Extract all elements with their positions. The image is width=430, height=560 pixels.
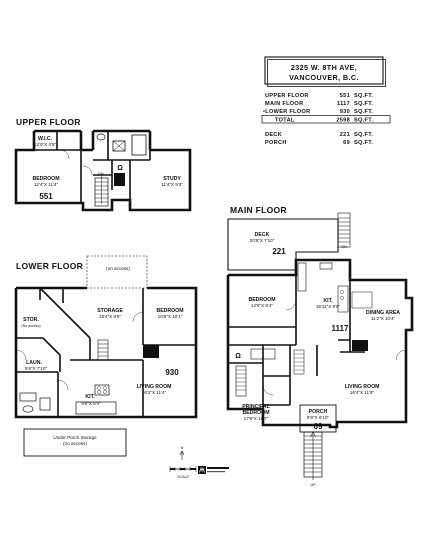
area-row-label: UPPER FLOOR xyxy=(265,93,309,99)
scale-label: SCALE xyxy=(177,475,189,479)
lower-kit-dims: 9'9"X 8'4" xyxy=(81,401,101,406)
area-row-unit: SQ.FT. xyxy=(354,109,373,115)
upper-study-dims: 11'4"X 9'3" xyxy=(161,182,183,187)
area-row-unit: SQ.FT. xyxy=(354,132,373,138)
main-deck-area: 221 xyxy=(272,247,286,256)
main-floor-title: MAIN FLOOR xyxy=(230,205,287,215)
main-deck-name: DECK xyxy=(255,232,270,238)
sink-icon xyxy=(112,140,126,152)
area-row-label: •LOWER FLOOR xyxy=(263,109,311,115)
toilet-icon xyxy=(96,133,106,141)
main-bedroom-name: BEDROOM xyxy=(248,297,275,303)
north-label: N xyxy=(181,446,184,450)
upper-stairs: DN xyxy=(94,172,109,207)
lower-bedroom-name: BEDROOM xyxy=(156,308,183,314)
main-bedroom-dims: 12'9"X 9'4" xyxy=(251,303,273,308)
main-living-dims: 16'4"X 11'8" xyxy=(350,390,375,395)
area-row-value: 2598 xyxy=(336,118,350,124)
chimney xyxy=(143,345,159,358)
upper-floor-plan: UPPER FLOOR Ω DN W.I.C. 12'0"X 4'5" BEDR… xyxy=(14,117,192,212)
deck-dn-label: DN xyxy=(341,245,347,249)
upper-bedroom-name: BEDROOM xyxy=(32,176,59,182)
sink-icon xyxy=(319,262,333,270)
shower-icon xyxy=(39,397,51,411)
main-dining-dims: 11'2"X 10'4" xyxy=(371,316,396,321)
area-row-value: 551 xyxy=(340,93,350,99)
lower-floor-title: LOWER FLOOR xyxy=(16,261,83,271)
washer-icon: Ω xyxy=(117,165,123,172)
lower-living-dims: 16'2"X 11'4" xyxy=(142,390,167,395)
under-porch-storage-line-2: (no access) xyxy=(63,441,87,446)
upper-floor-title: UPPER FLOOR xyxy=(16,117,81,127)
lower-stor-dims: (No access) xyxy=(21,324,40,328)
kitchen-counter xyxy=(297,262,307,292)
main-deck-dims: 20'8"X 7'10" xyxy=(250,238,275,243)
area-row-label: DECK xyxy=(265,132,282,138)
address-line-1: 2325 W. 8TH AVE, xyxy=(291,63,357,72)
main-principal-dims: 17'8"X 10'7" xyxy=(244,416,269,421)
lower-laun-dims: 9'8"X 7'10" xyxy=(25,366,47,371)
area-row-label: TOTAL xyxy=(275,118,295,124)
area-row-label: PORCH xyxy=(265,140,287,146)
area-table: UPPER FLOOR 551 SQ.FT. MAIN FLOOR 1117 S… xyxy=(261,93,391,146)
lower-bedroom-dims: 10'8"X 10'1" xyxy=(158,314,183,319)
main-porch-area: 69 xyxy=(314,422,323,431)
laundry-counter xyxy=(19,392,37,402)
lower-kit-name: KIT. xyxy=(85,394,95,400)
closet xyxy=(235,365,247,397)
main-porch-dims: 9'8"X 6'10" xyxy=(307,415,329,420)
upper-dn-label: DN xyxy=(98,172,104,176)
stove-icon xyxy=(94,384,110,396)
lower-stor-name: STOR. xyxy=(23,317,39,323)
area-row-value: 1117 xyxy=(337,101,350,107)
lower-living-name: LIVING ROOM xyxy=(137,384,172,390)
main-principal-name-2: BEDROOM xyxy=(242,410,269,416)
bathtub-icon xyxy=(250,348,276,360)
kitchen-counter xyxy=(75,401,117,415)
area-row-label: MAIN FLOOR xyxy=(265,101,303,107)
main-porch-name: PORCH xyxy=(309,409,328,415)
chimney xyxy=(352,340,368,351)
area-row-value: 221 xyxy=(340,132,350,138)
kitchen-counter xyxy=(337,285,349,313)
upper-study-name: STUDY xyxy=(163,176,181,182)
area-row-unit: SQ.FT. xyxy=(354,93,373,99)
lower-storage-dims: 18'4"X 8'5" xyxy=(99,314,121,319)
area-row-value: 69 xyxy=(343,140,350,146)
main-floor-plan: MAIN FLOOR DN DECK 20'8"X 7'10" 221 Ω xyxy=(226,205,414,487)
upper-wic-dims: 12'0"X 4'5" xyxy=(34,142,56,147)
north-arrow: N xyxy=(179,446,185,460)
main-principal-name-1: PRINCIPAL xyxy=(242,404,270,410)
lower-storage-name: STORAGE xyxy=(97,308,123,314)
main-living-name: LIVING ROOM xyxy=(345,384,380,390)
lower-laun-name: LAUN. xyxy=(26,360,42,366)
main-dining-name: DINING AREA xyxy=(366,310,400,316)
front-steps: UP xyxy=(303,431,323,487)
scale-bar: SCALE xyxy=(169,466,197,479)
address-block: 2325 W. 8TH AVE, VANCOUVER, B.C. xyxy=(264,56,386,87)
toilet-icon: Ω xyxy=(235,353,241,360)
under-porch-storage-line-1: Under Porch Storage xyxy=(53,435,97,440)
upper-bedroom-dims: 12'4"X 11'4" xyxy=(34,182,59,187)
address-line-2: VANCOUVER, B.C. xyxy=(289,73,359,82)
lower-no-access-note: (no access) xyxy=(106,266,130,271)
steps-up-label: UP xyxy=(311,483,317,487)
chimney xyxy=(114,173,125,186)
lower-stairs xyxy=(97,339,109,361)
lower-floor-plan: LOWER FLOOR (no access) STORAGE 18'4"X 8… xyxy=(14,255,198,457)
lower-floor-area: 930 xyxy=(165,368,179,377)
upper-wic-name: W.I.C. xyxy=(38,136,53,142)
shower-icon xyxy=(131,134,147,156)
area-row-unit: SQ.FT. xyxy=(354,101,373,107)
upper-floor-area: 551 xyxy=(39,192,53,201)
toilet-icon xyxy=(22,405,34,413)
area-row-unit: SQ.FT. xyxy=(354,118,373,124)
main-floor-area: 1117 xyxy=(332,324,349,333)
company-logo xyxy=(198,466,229,474)
area-row-unit: SQ.FT. xyxy=(354,140,373,146)
main-kit-name: KIT. xyxy=(323,298,333,304)
main-kit-dims: 16'11"X 8'6" xyxy=(316,304,341,309)
area-row-value: 930 xyxy=(340,109,350,115)
